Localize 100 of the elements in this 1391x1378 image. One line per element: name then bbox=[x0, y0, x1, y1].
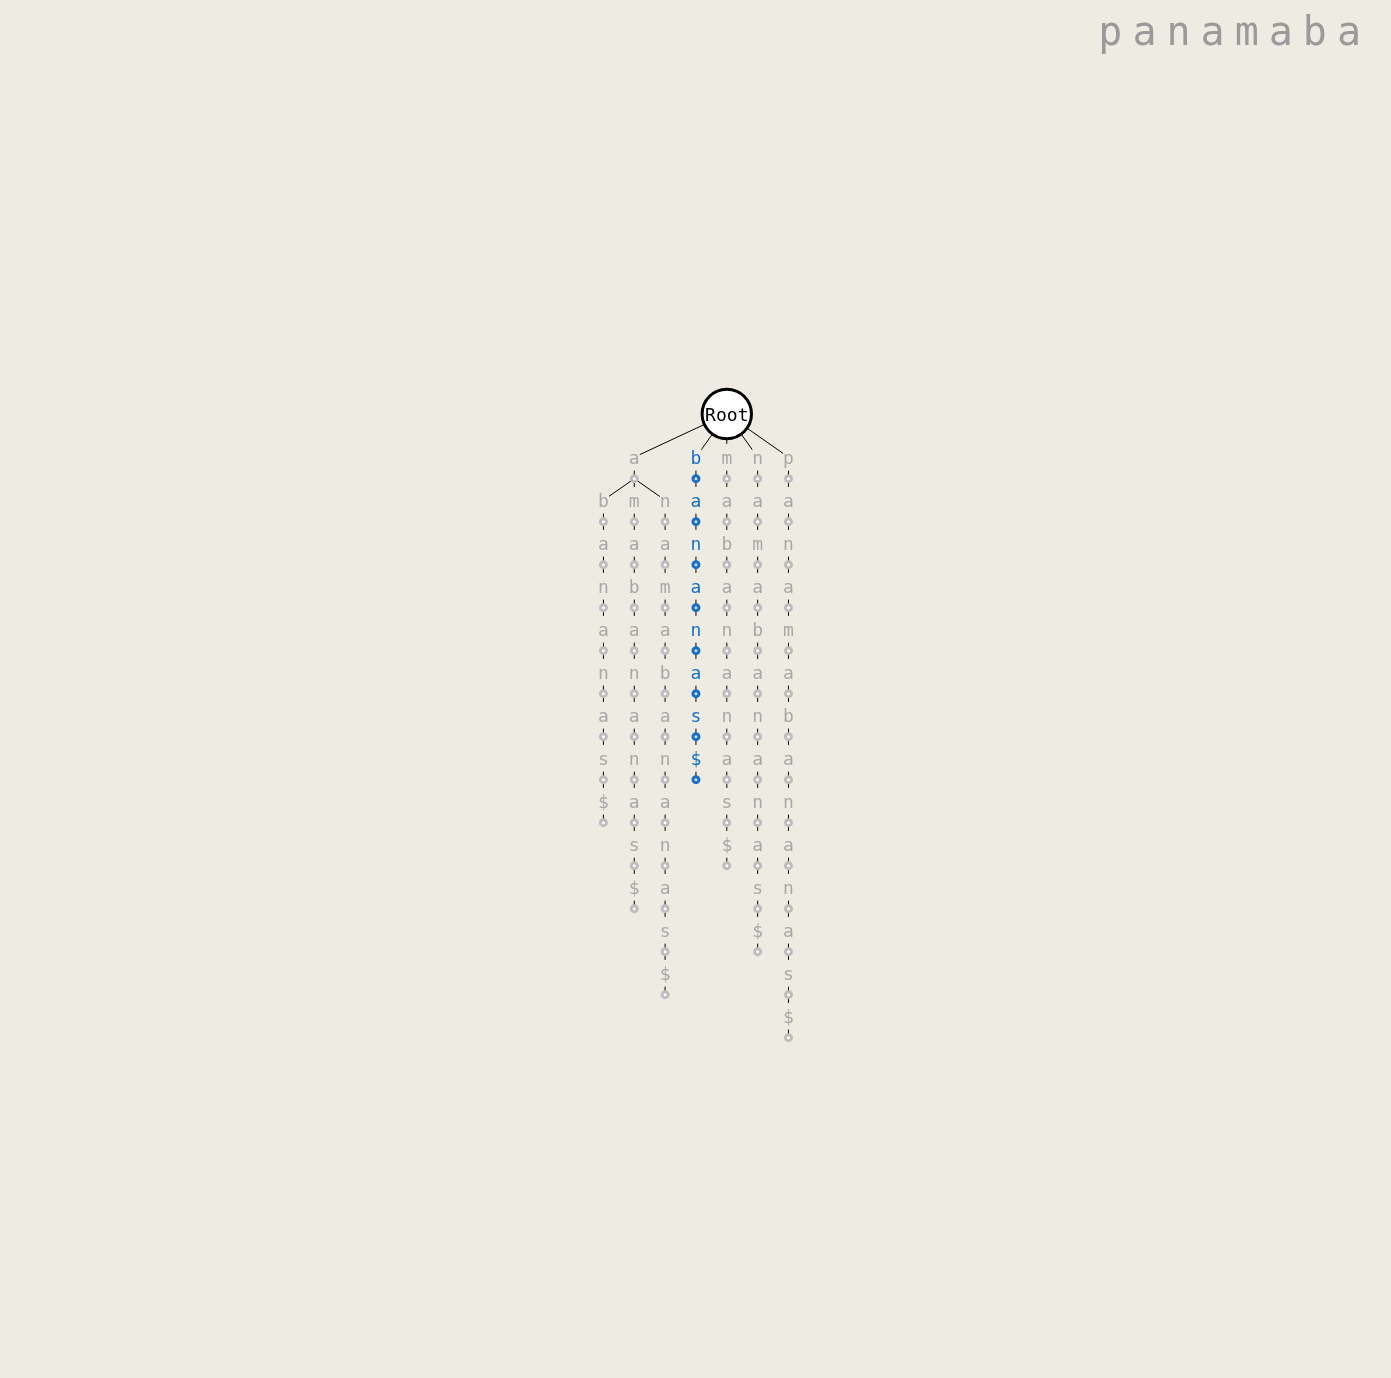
edge-label: $ bbox=[751, 919, 763, 941]
node-circle bbox=[752, 474, 762, 484]
node-circle bbox=[660, 775, 670, 785]
node-circle bbox=[660, 947, 670, 957]
node-circle bbox=[629, 646, 639, 656]
edge-label: a bbox=[720, 489, 732, 511]
edge-label: a bbox=[782, 661, 794, 683]
edge-label: b bbox=[690, 446, 701, 468]
edge-label: $ bbox=[597, 790, 609, 812]
edge-label: s bbox=[690, 704, 701, 726]
node-circle bbox=[629, 560, 639, 570]
node-circle bbox=[629, 818, 639, 828]
edge-label: s bbox=[782, 962, 794, 984]
node-circle bbox=[783, 990, 793, 1000]
node-circle bbox=[721, 775, 731, 785]
edge-label: a bbox=[690, 489, 701, 511]
edge-label: $ bbox=[690, 747, 701, 769]
title: panamaba bbox=[1098, 8, 1371, 54]
edge-label: b bbox=[597, 489, 609, 511]
node-circle bbox=[783, 603, 793, 613]
edge-label: $ bbox=[659, 962, 671, 984]
node-circle bbox=[598, 646, 608, 656]
node-circle bbox=[660, 818, 670, 828]
node-circle bbox=[721, 560, 731, 570]
edge-label: m bbox=[659, 575, 671, 597]
edge-label: a bbox=[628, 704, 640, 726]
node-circle bbox=[783, 1033, 793, 1043]
edge-label: n bbox=[659, 489, 671, 511]
edge-label: m bbox=[720, 446, 732, 468]
node-circle bbox=[598, 732, 608, 742]
node-circle bbox=[752, 560, 762, 570]
node-circle bbox=[598, 689, 608, 699]
node-circle bbox=[783, 818, 793, 828]
node-circle bbox=[721, 818, 731, 828]
edge-label: a bbox=[659, 876, 671, 898]
edge-label: a bbox=[659, 704, 671, 726]
node-circle bbox=[691, 603, 700, 613]
node-circle bbox=[752, 603, 762, 613]
node-circle bbox=[752, 861, 762, 871]
node-circle bbox=[660, 732, 670, 742]
edge-label: p bbox=[782, 446, 794, 468]
node-circle bbox=[721, 861, 731, 871]
edge-label: n bbox=[720, 704, 732, 726]
node-circle bbox=[629, 861, 639, 871]
edge-label: m bbox=[628, 489, 640, 511]
node-circle bbox=[783, 689, 793, 699]
edge-label: n bbox=[751, 446, 763, 468]
edge-label: a bbox=[628, 446, 640, 468]
node-circle bbox=[629, 689, 639, 699]
node-circle bbox=[721, 689, 731, 699]
node-circle bbox=[598, 818, 608, 828]
node-circle bbox=[752, 732, 762, 742]
edge-label: s bbox=[597, 747, 609, 769]
node-circle bbox=[691, 560, 700, 570]
node-circle bbox=[752, 904, 762, 914]
edge-label: n bbox=[690, 618, 701, 640]
node-circle bbox=[660, 517, 670, 527]
edge-label: a bbox=[782, 575, 794, 597]
edge-label: a bbox=[628, 790, 640, 812]
edge-label: a bbox=[720, 575, 732, 597]
edge-label: b bbox=[751, 618, 763, 640]
edge-label: a bbox=[751, 489, 763, 511]
node-circle bbox=[752, 689, 762, 699]
node-circle bbox=[752, 818, 762, 828]
edge-label: a bbox=[628, 618, 640, 640]
edge-label: a bbox=[690, 575, 701, 597]
edge-label: a bbox=[597, 618, 609, 640]
edge-label: $ bbox=[628, 876, 640, 898]
node-circle bbox=[691, 517, 700, 527]
node-circle bbox=[598, 775, 608, 785]
node-circle bbox=[721, 603, 731, 613]
node-circle bbox=[752, 947, 762, 957]
node-circle bbox=[660, 560, 670, 570]
edge-label: m bbox=[782, 618, 794, 640]
node-circle bbox=[691, 775, 700, 785]
node-circle: Root bbox=[700, 387, 753, 441]
node-circle bbox=[691, 732, 700, 742]
node-circle bbox=[660, 689, 670, 699]
edge-label: a bbox=[597, 704, 609, 726]
node-circle bbox=[752, 775, 762, 785]
edge-label: n bbox=[597, 661, 609, 683]
edge-label: n bbox=[720, 618, 732, 640]
node-circle bbox=[783, 904, 793, 914]
node-circle bbox=[783, 947, 793, 957]
node-circle bbox=[629, 603, 639, 613]
edge-label: a bbox=[751, 747, 763, 769]
node-circle bbox=[629, 517, 639, 527]
edge-label: a bbox=[720, 661, 732, 683]
node-circle bbox=[660, 861, 670, 871]
edge-label: m bbox=[751, 532, 763, 554]
node-circle bbox=[783, 861, 793, 871]
node-circle bbox=[721, 732, 731, 742]
edge-label: a bbox=[628, 532, 640, 554]
node-circle bbox=[721, 646, 731, 656]
edge-label: n bbox=[751, 790, 763, 812]
edge-label: n bbox=[628, 661, 640, 683]
edge-label: a bbox=[720, 747, 732, 769]
edge-label: s bbox=[659, 919, 671, 941]
node-circle bbox=[629, 474, 639, 484]
edge-label: a bbox=[597, 532, 609, 554]
